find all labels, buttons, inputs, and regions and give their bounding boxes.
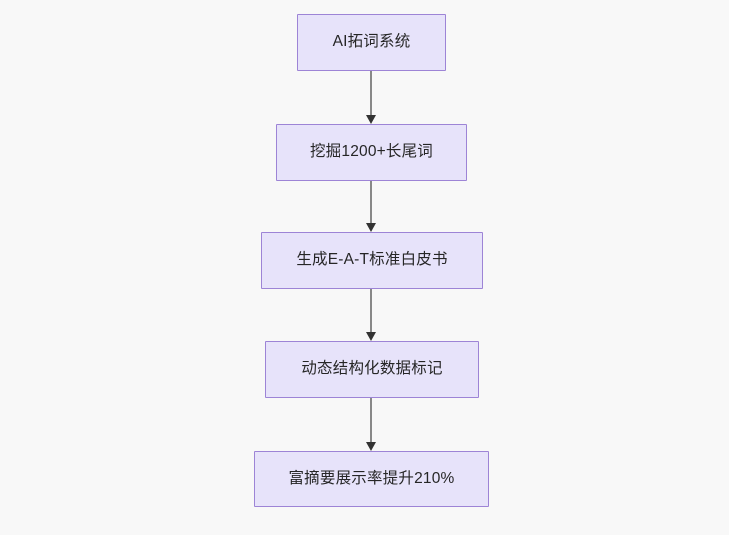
- edge-n3-n4: [366, 289, 376, 341]
- edge-line: [370, 398, 372, 443]
- arrowhead-icon: [366, 332, 376, 341]
- edge-line: [370, 71, 372, 116]
- node-label: 生成E-A-T标准白皮书: [296, 251, 448, 269]
- flowchart-node-dynamic-structured-data-markup[interactable]: 动态结构化数据标记: [265, 341, 479, 398]
- arrowhead-icon: [366, 223, 376, 232]
- arrowhead-icon: [366, 115, 376, 124]
- node-label: 挖掘1200+长尾词: [309, 143, 434, 161]
- edge-n4-n5: [366, 398, 376, 451]
- node-label: 动态结构化数据标记: [301, 360, 443, 378]
- flowchart-node-ai-keyword-system[interactable]: AI拓词系统: [297, 14, 446, 71]
- flowchart-node-mine-longtail-keywords[interactable]: 挖掘1200+长尾词: [276, 124, 467, 181]
- arrowhead-icon: [366, 442, 376, 451]
- flowchart-node-generate-eat-whitepaper[interactable]: 生成E-A-T标准白皮书: [261, 232, 483, 289]
- flowchart-node-rich-snippet-rate-increase[interactable]: 富摘要展示率提升210%: [254, 451, 489, 507]
- edge-line: [370, 181, 372, 224]
- edge-n2-n3: [366, 181, 376, 232]
- node-label: 富摘要展示率提升210%: [288, 469, 455, 487]
- edge-n1-n2: [366, 71, 376, 124]
- node-label: AI拓词系统: [332, 33, 411, 51]
- edge-line: [370, 289, 372, 333]
